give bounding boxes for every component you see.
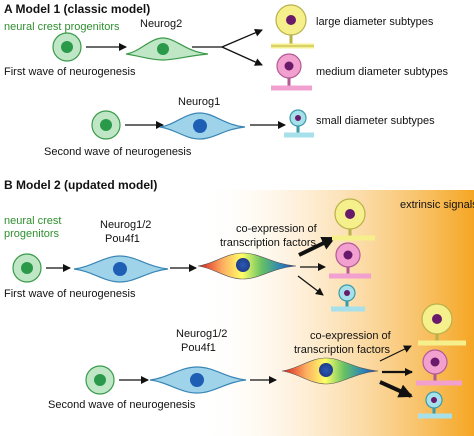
- medium-diameter-neuron-a: [271, 53, 312, 91]
- large-diameter-neuron-a: [271, 4, 314, 49]
- medium-diameter-neuron-b2: [416, 349, 462, 386]
- progenitor-cell-a1: [52, 32, 82, 62]
- arrow-b3-thick: [298, 236, 336, 257]
- progenitor-cell-b2: [85, 365, 115, 395]
- progenitor-label-b-line2: progenitors: [4, 228, 60, 240]
- arrow-b6-up: [379, 345, 412, 362]
- large-diameter-neuron-b1: [332, 198, 375, 241]
- extrinsic-signals-label: extrinsic signals: [400, 199, 474, 211]
- coexp-label-1-line2: transcription factors: [220, 237, 316, 249]
- bipolar-neuron-b1: [73, 255, 169, 283]
- progenitor-label-b-line1: neural crest: [4, 215, 61, 227]
- arrow-a2-down: [221, 46, 263, 66]
- small-diameter-neuron-b2: [418, 391, 452, 419]
- small-subtypes-label: small diameter subtypes: [316, 115, 435, 127]
- multicolor-neuron-b1: [197, 252, 297, 280]
- second-wave-label-a: Second wave of neurogenesis: [44, 146, 192, 158]
- coexp-label-2-line1: co-expression of: [310, 330, 392, 342]
- medium-subtypes-label: medium diameter subtypes: [316, 66, 449, 78]
- first-wave-label-b: First wave of neurogenesis: [4, 288, 136, 300]
- bipolar-neuron-a2: [159, 112, 246, 140]
- multicolor-neuron-b2: [281, 357, 379, 385]
- coexp-label-2-line2: transcription factors: [294, 344, 390, 356]
- pou4f1-label-2: Pou4f1: [181, 342, 216, 354]
- neurog12-label-2: Neurog1/2: [176, 328, 227, 340]
- small-diameter-neuron-b1: [331, 284, 365, 312]
- second-wave-label-b: Second wave of neurogenesis: [48, 399, 196, 411]
- bipolar-neuron-a1: [125, 37, 209, 61]
- large-diameter-neuron-b2: [418, 303, 466, 346]
- coexp-label-1-line1: co-expression of: [236, 223, 318, 235]
- arrow-a2-up: [221, 29, 263, 48]
- progenitor-cell-a2: [91, 110, 121, 140]
- panel-b-title: B Model 2 (updated model): [4, 178, 157, 192]
- bipolar-neuron-b2: [149, 366, 247, 394]
- first-wave-label-a: First wave of neurogenesis: [4, 66, 136, 78]
- progenitor-cell-b1: [12, 253, 42, 283]
- large-subtypes-label: large diameter subtypes: [316, 16, 434, 28]
- neurog12-label-1: Neurog1/2: [100, 219, 151, 231]
- neurog1-label: Neurog1: [178, 96, 220, 108]
- panel-a-title: A Model 1 (classic model): [4, 2, 150, 16]
- neurog2-label: Neurog2: [140, 18, 182, 30]
- pou4f1-label-1: Pou4f1: [105, 233, 140, 245]
- progenitor-label-a: neural crest progenitors: [4, 21, 120, 33]
- medium-diameter-neuron-b1: [329, 242, 371, 279]
- arrow-b6-thick: [379, 380, 413, 398]
- arrow-b3-down: [297, 275, 324, 296]
- small-diameter-neuron-a: [284, 109, 314, 138]
